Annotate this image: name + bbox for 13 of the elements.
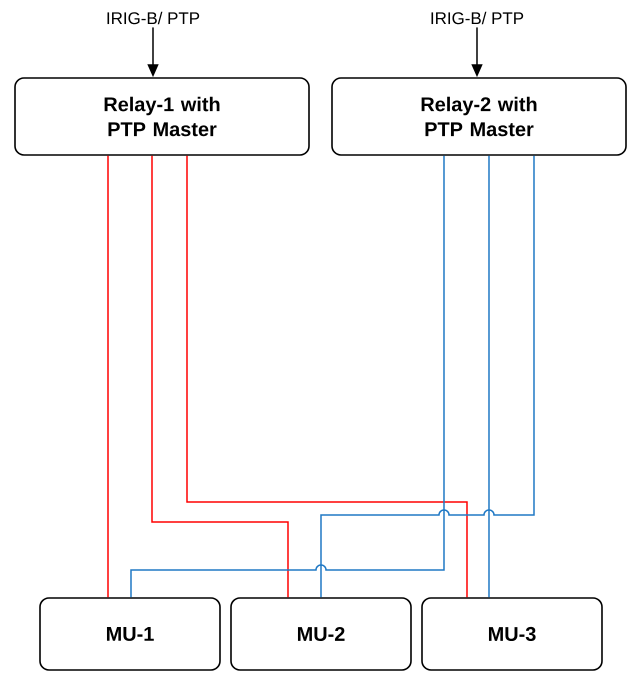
merging-unit-box: MU-1 [39, 597, 221, 671]
connection-line [186, 156, 468, 598]
relay-box: Relay-1 with PTP Master [14, 77, 310, 156]
merging-unit-box: MU-3 [421, 597, 603, 671]
source-label: IRIG-B/ PTP [432, 12, 524, 24]
connection-line [488, 156, 490, 598]
connection-line [320, 156, 535, 598]
relay-box: Relay-2 with PTP Master [331, 77, 627, 156]
connection-line [151, 156, 289, 598]
connection-line [107, 156, 109, 598]
merging-unit-box: MU-2 [230, 597, 412, 671]
connection-line [130, 156, 445, 598]
source-label: IRIG-B/ PTP [108, 12, 200, 24]
